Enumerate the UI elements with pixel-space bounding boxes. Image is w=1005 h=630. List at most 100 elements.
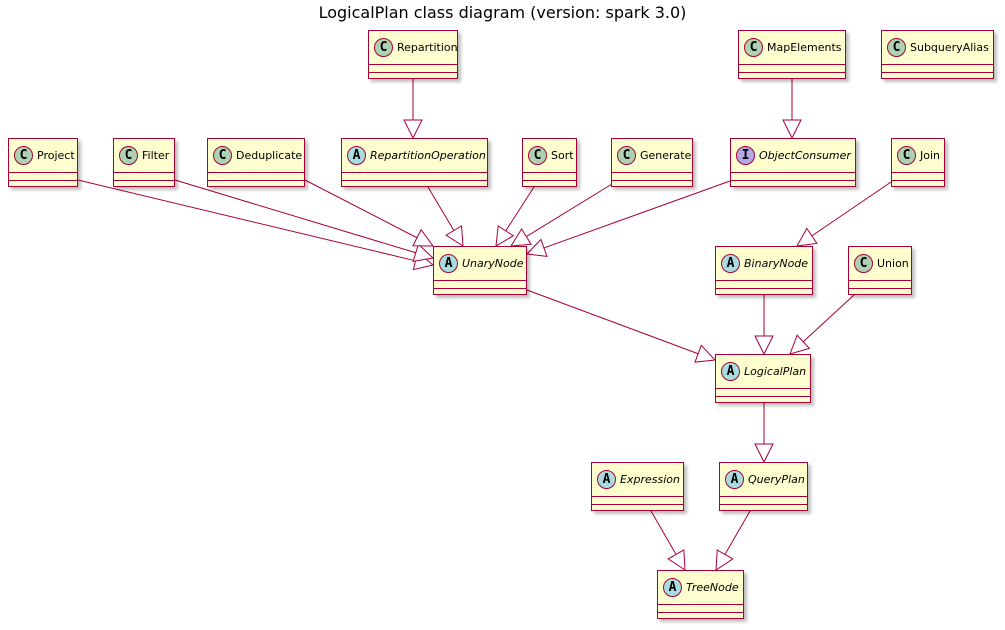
fields-compartment <box>892 173 944 180</box>
compartment-divider <box>892 172 944 173</box>
inheritance-edge-repartitionoperation-to-unarynode <box>427 186 455 231</box>
compartment-divider <box>208 180 304 181</box>
compartment-divider <box>114 172 174 173</box>
inheritance-edge-filter-to-unarynode <box>174 179 416 254</box>
compartment-divider <box>882 64 993 65</box>
class-name: SubqueryAlias <box>910 41 989 54</box>
compartment-divider <box>892 180 944 181</box>
hollow-arrowhead-icon <box>667 549 686 571</box>
compartment-divider <box>523 180 576 181</box>
class-stereotype-icon: C <box>744 38 763 57</box>
inheritance-edge-deduplicate-to-unarynode <box>304 179 418 239</box>
abstract-stereotype-icon: A <box>721 362 740 381</box>
compartment-divider <box>716 288 812 289</box>
compartment-divider <box>592 504 683 505</box>
fields-compartment <box>658 605 743 612</box>
fields-compartment <box>342 173 487 180</box>
inheritance-edge-union-to-logicalplan <box>802 294 855 343</box>
compartment-divider <box>342 172 487 173</box>
class-name: Generate <box>640 149 692 162</box>
class-name: UnaryNode <box>462 257 524 270</box>
abstract-stereotype-icon: A <box>597 470 616 489</box>
class-box-subqueryalias: C SubqueryAlias <box>881 30 994 79</box>
fields-compartment <box>882 65 993 72</box>
compartment-divider <box>369 72 457 73</box>
fields-compartment <box>434 281 526 288</box>
inheritance-edge-queryplan-to-treenode <box>724 510 751 555</box>
class-stereotype-icon: C <box>119 146 138 165</box>
inheritance-edge-join-to-binarynode <box>811 181 892 237</box>
compartment-divider <box>523 172 576 173</box>
class-header: C Sort <box>523 139 576 172</box>
compartment-divider <box>739 72 845 73</box>
abstract-stereotype-icon: A <box>721 254 740 273</box>
class-name: TreeNode <box>686 581 739 594</box>
fields-compartment <box>208 173 304 180</box>
hollow-arrowhead-icon <box>510 227 532 247</box>
class-header: C SubqueryAlias <box>882 31 993 64</box>
compartment-divider <box>720 496 807 497</box>
compartment-divider <box>208 172 304 173</box>
compartment-divider <box>612 172 692 173</box>
class-stereotype-icon: C <box>887 38 906 57</box>
fields-compartment <box>716 389 810 396</box>
class-stereotype-icon: C <box>14 146 33 165</box>
inheritance-edge-sort-to-unarynode <box>505 186 535 232</box>
hollow-arrowhead-icon <box>403 119 423 140</box>
class-name: Project <box>37 149 75 162</box>
class-name: QueryPlan <box>748 473 805 486</box>
class-stereotype-icon: C <box>374 38 393 57</box>
class-name: Deduplicate <box>236 149 303 162</box>
hollow-arrowhead-icon <box>782 119 802 140</box>
inheritance-edge-expression-to-treenode <box>650 510 677 555</box>
hollow-arrowhead-icon <box>754 443 774 464</box>
class-header: A Expression <box>592 463 683 496</box>
hollow-arrowhead-icon <box>715 549 734 571</box>
class-header: C Project <box>9 139 77 172</box>
diagram-title: LogicalPlan class diagram (version: spar… <box>318 3 687 22</box>
hollow-arrowhead-icon <box>412 243 435 263</box>
hollow-arrowhead-icon <box>694 344 717 363</box>
abstract-stereotype-icon: A <box>725 470 744 489</box>
compartment-divider <box>342 180 487 181</box>
fields-compartment <box>849 281 911 288</box>
compartment-divider <box>731 172 855 173</box>
class-name: Sort <box>551 149 574 162</box>
class-name: Expression <box>620 473 680 486</box>
compartment-divider <box>592 496 683 497</box>
hollow-arrowhead-icon <box>495 225 515 247</box>
compartment-divider <box>739 64 845 65</box>
compartment-divider <box>9 180 77 181</box>
compartment-divider <box>658 604 743 605</box>
class-name: Union <box>877 257 909 270</box>
compartment-divider <box>720 504 807 505</box>
compartment-divider <box>849 280 911 281</box>
compartment-divider <box>9 172 77 173</box>
compartment-divider <box>882 72 993 73</box>
inheritance-edge-objectconsumer-to-unarynode <box>543 180 731 249</box>
fields-compartment <box>369 65 457 72</box>
hollow-arrowhead-icon <box>796 227 818 247</box>
compartment-divider <box>434 280 526 281</box>
class-stereotype-icon: C <box>528 146 547 165</box>
